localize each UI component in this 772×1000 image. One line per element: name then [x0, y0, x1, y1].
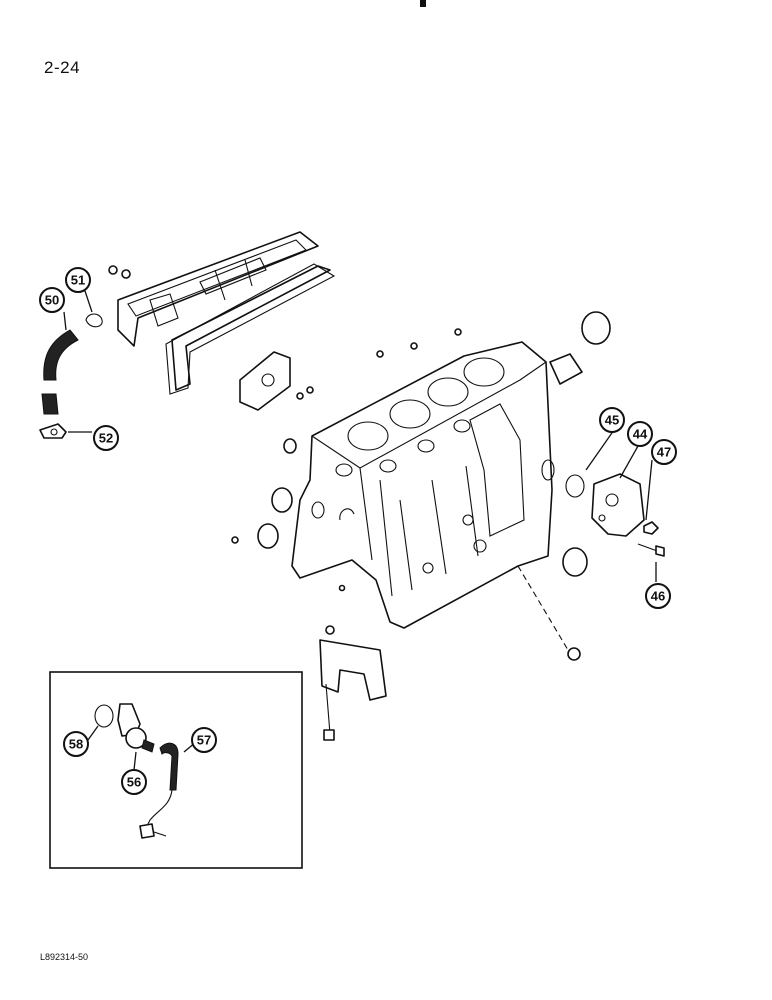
svg-text:46: 46: [651, 589, 665, 604]
cover-plate: [239, 351, 304, 411]
breather-hose: [41, 329, 79, 415]
callout-50: 50: [39, 287, 65, 313]
page-number: 2-24: [44, 58, 81, 77]
block-heater: [117, 703, 155, 753]
callout-45: 45: [599, 407, 625, 433]
top-edge-mark: [420, 0, 426, 7]
inset-frame: [49, 671, 303, 869]
heater-seal-ring: [94, 704, 114, 728]
thermostat-housing: [591, 473, 645, 537]
expansion-plug: [257, 311, 611, 577]
engine-block: [291, 341, 555, 629]
bearing-cap-bolt: [323, 683, 335, 741]
callout-57: 57: [191, 727, 217, 753]
leader-lines: [63, 287, 657, 771]
assembly-line: [517, 565, 569, 651]
callout-58: 58: [63, 731, 89, 757]
callout-56: 56: [121, 769, 147, 795]
svg-text:57: 57: [197, 733, 211, 748]
o-ring: [565, 474, 585, 498]
hose-clamp: [85, 313, 103, 328]
svg-text:58: 58: [69, 737, 83, 752]
svg-text:45: 45: [605, 413, 619, 428]
cover-bolt: [108, 265, 131, 279]
callout-44: 44: [627, 421, 653, 447]
svg-text:44: 44: [633, 427, 648, 442]
callout-51: 51: [65, 267, 91, 293]
callout-47: 47: [651, 439, 677, 465]
valve-cover: [117, 231, 319, 347]
heater-cord: [139, 742, 179, 839]
svg-text:47: 47: [657, 445, 671, 460]
small-fitting: [231, 328, 581, 661]
svg-text:52: 52: [99, 431, 113, 446]
svg-text:50: 50: [45, 293, 59, 308]
housing-bolt: [637, 543, 665, 557]
callout-52: 52: [93, 425, 119, 451]
svg-text:56: 56: [127, 775, 141, 790]
housing-nut: [643, 521, 659, 535]
valve-cover-gasket: [165, 263, 336, 395]
main-bearing-cap: [319, 625, 387, 701]
svg-text:51: 51: [71, 273, 85, 288]
hose-bracket: [39, 423, 67, 439]
callout-46: 46: [645, 583, 671, 609]
figure-code: L892314-50: [40, 952, 89, 962]
